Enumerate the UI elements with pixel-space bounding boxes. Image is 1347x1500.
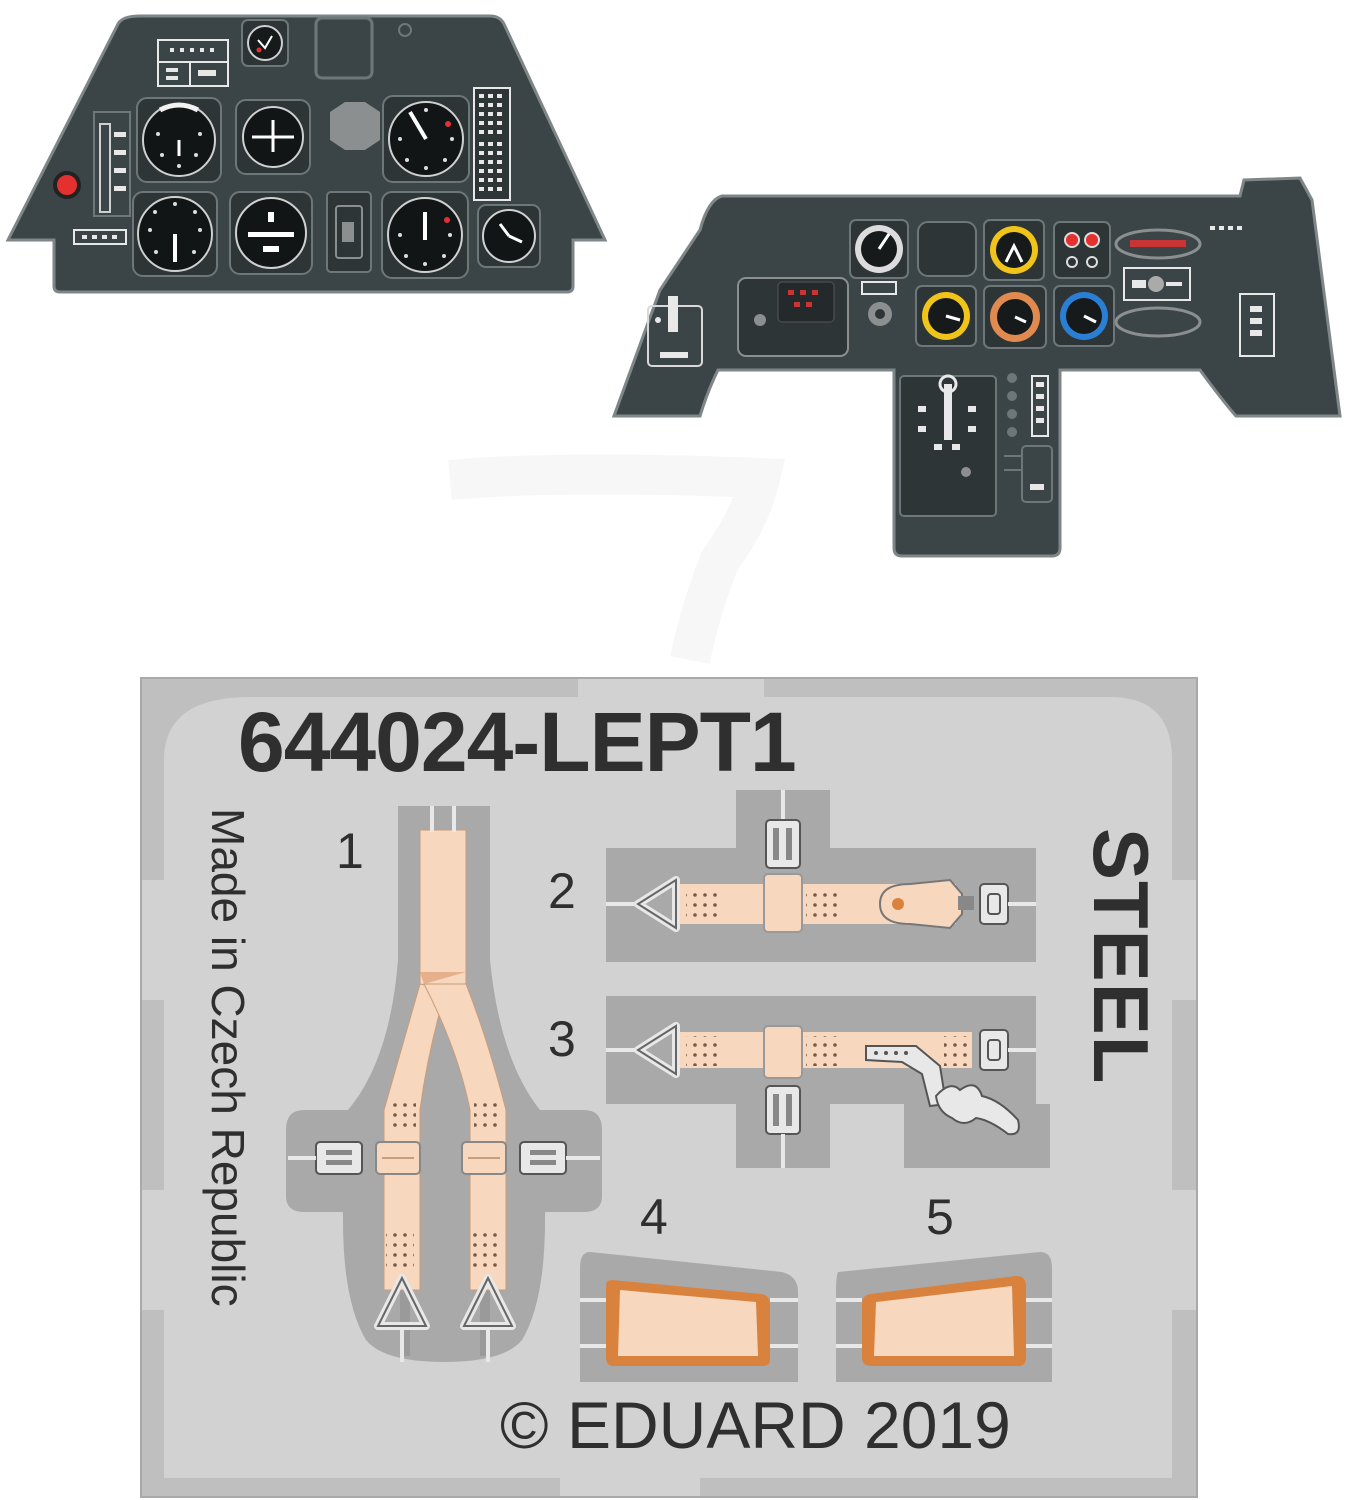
instrument-gauge-icon: [1053, 285, 1115, 347]
photo-etch-fret: [140, 677, 1198, 1498]
part-number-3: 3: [548, 1011, 576, 1067]
instrument-gauge-icon: [382, 95, 470, 183]
buckle-icon: [375, 1141, 421, 1175]
copyright-label: © EDUARD 2019: [500, 1388, 1011, 1462]
part-number-1: 1: [336, 823, 364, 879]
part-5-placard: [836, 1252, 1052, 1382]
instrument-gauge-icon: [241, 19, 289, 67]
origin-label: Made in Czech Republic: [202, 808, 254, 1307]
part-1-shoulder-harness: [286, 806, 602, 1362]
sheet-code: 644024-LEPT1: [238, 695, 797, 789]
warning-lamp-icon: [1053, 221, 1111, 279]
lever-strip: [93, 111, 131, 217]
part-3-lap-belt: [606, 996, 1050, 1168]
warning-lamp-icon: [53, 171, 81, 199]
instrument-gauge-icon: [132, 191, 218, 277]
instrument-gauge-icon: [381, 191, 469, 279]
part-2-lap-belt: [606, 790, 1036, 962]
instrument-gauge-icon: [235, 99, 311, 175]
instrument-gauge-icon: [983, 219, 1045, 281]
side-instrument-panel: [611, 176, 1342, 558]
material-label: STEEL: [1077, 828, 1165, 1085]
part-number-2: 2: [548, 863, 576, 919]
buckle-icon: [461, 1141, 507, 1175]
part-4-placard: [580, 1252, 798, 1382]
instrument-gauge-icon: [136, 97, 222, 183]
instrument-gauge-icon: [915, 285, 977, 347]
part-number-4: 4: [640, 1189, 668, 1245]
switch-block: [157, 39, 229, 87]
instrument-gauge-icon: [849, 219, 909, 279]
instrument-gauge-icon: [983, 285, 1047, 349]
placard-matrix: [473, 87, 511, 201]
part-number-5: 5: [926, 1189, 954, 1245]
instrument-gauge-icon: [229, 191, 313, 275]
instrument-gauge-icon: [477, 204, 541, 268]
fuse-box: [737, 277, 849, 357]
main-instrument-panel: [5, 14, 608, 294]
